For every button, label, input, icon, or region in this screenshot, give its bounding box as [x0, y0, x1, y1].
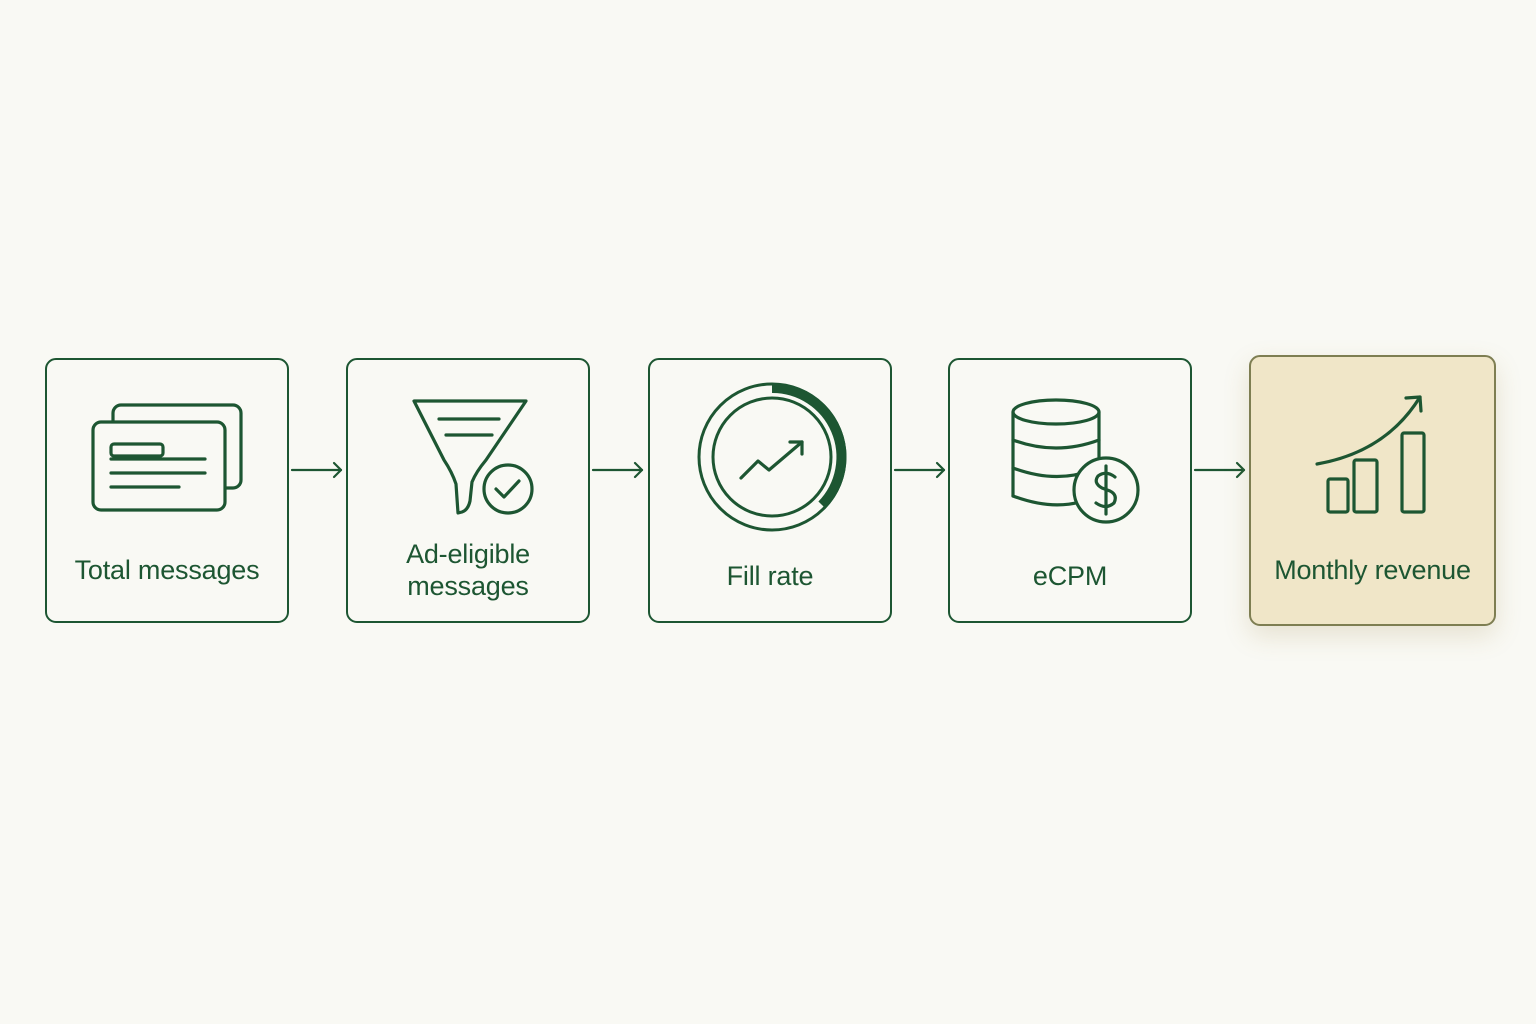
- bar-chart-growth-icon: [1315, 395, 1426, 514]
- step-label: Total messages: [74, 555, 260, 585]
- progress-ring-trend-icon: [697, 382, 847, 532]
- step-card-monthly-revenue: Monthly revenue: [1249, 355, 1496, 626]
- step-card-total-messages: Total messages: [45, 358, 289, 623]
- message-stack-icon: [91, 403, 243, 512]
- step-card-fill-rate: Fill rate: [648, 358, 892, 623]
- step-label: Monthly revenue: [1274, 555, 1471, 585]
- right-arrow-icon: [591, 461, 644, 479]
- right-arrow-icon: [1193, 461, 1246, 479]
- step-label: eCPM: [1032, 561, 1108, 591]
- funnel-check-icon: [412, 399, 534, 515]
- step-card-ecpm: eCPM: [948, 358, 1192, 623]
- coin-stack-dollar-icon: [1011, 398, 1140, 524]
- step-label: Fill rate: [726, 561, 814, 591]
- right-arrow-icon: [290, 461, 343, 479]
- right-arrow-icon: [893, 461, 946, 479]
